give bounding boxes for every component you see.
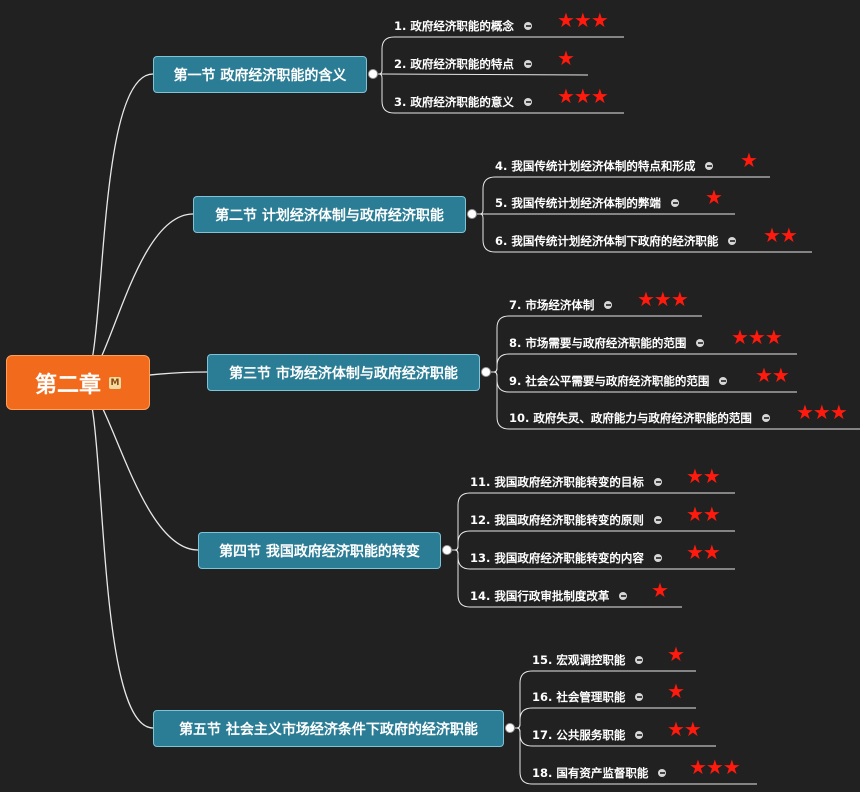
collapse-icon[interactable] bbox=[696, 339, 704, 347]
collapse-icon[interactable] bbox=[635, 731, 643, 739]
collapse-icon[interactable] bbox=[524, 98, 532, 106]
star-rating-icon: ★ bbox=[705, 185, 723, 209]
collapse-toggle-icon[interactable] bbox=[368, 69, 378, 79]
topic-label[interactable]: 9. 社会公平需要与政府经济职能的范围 bbox=[509, 374, 710, 388]
star-rating-icon: ★★★ bbox=[796, 400, 848, 424]
section-node[interactable]: 第一节 政府经济职能的含义 bbox=[153, 56, 367, 93]
star-rating-icon: ★★ bbox=[763, 223, 798, 247]
star-rating-icon: ★★★ bbox=[689, 755, 741, 779]
section-node[interactable]: 第二节 计划经济体制与政府经济职能 bbox=[193, 196, 466, 233]
collapse-icon[interactable] bbox=[654, 478, 662, 486]
topic-connector bbox=[491, 353, 797, 373]
star-rating-icon: ★★ bbox=[755, 363, 790, 387]
root-label: 第二章 bbox=[34, 372, 101, 398]
collapse-icon[interactable] bbox=[762, 414, 770, 422]
topic-label[interactable]: 4. 我国传统计划经济体制的特点和形成 bbox=[495, 159, 696, 173]
star-rating-icon: ★ bbox=[651, 578, 669, 602]
topic-label[interactable]: 8. 市场需要与政府经济职能的范围 bbox=[509, 336, 687, 350]
star-rating-icon: ★ bbox=[667, 642, 685, 666]
collapse-toggle-icon[interactable] bbox=[467, 209, 477, 219]
marker-icon: M bbox=[109, 376, 121, 389]
topic-label[interactable]: 6. 我国传统计划经济体制下政府的经济职能 bbox=[495, 234, 719, 248]
section-node[interactable]: 第四节 我国政府经济职能的转变 bbox=[198, 532, 441, 569]
topic-label[interactable]: 11. 我国政府经济职能转变的目标 bbox=[470, 475, 644, 489]
collapse-icon[interactable] bbox=[524, 60, 532, 68]
star-rating-icon: ★ bbox=[740, 148, 758, 172]
collapse-icon[interactable] bbox=[524, 22, 532, 30]
topic-connector bbox=[515, 727, 757, 785]
star-rating-icon: ★★★ bbox=[557, 84, 609, 108]
topic-label[interactable]: 14. 我国行政审批制度改革 bbox=[470, 589, 610, 603]
collapse-toggle-icon[interactable] bbox=[481, 367, 491, 377]
topic-label[interactable]: 15. 宏观调控职能 bbox=[532, 653, 626, 667]
topic-label[interactable]: 1. 政府经济职能的概念 bbox=[394, 19, 514, 33]
topic-label[interactable]: 7. 市场经济体制 bbox=[509, 298, 595, 312]
star-rating-icon: ★★ bbox=[686, 502, 721, 526]
topic-label[interactable]: 17. 公共服务职能 bbox=[532, 728, 626, 742]
star-rating-icon: ★ bbox=[557, 46, 575, 70]
topic-label[interactable]: 3. 政府经济职能的意义 bbox=[394, 95, 514, 109]
collapse-icon[interactable] bbox=[635, 656, 643, 664]
topic-label[interactable]: 13. 我国政府经济职能转变的内容 bbox=[470, 551, 644, 565]
topic-connector bbox=[491, 371, 860, 430]
topic-label[interactable]: 5. 我国传统计划经济体制的弊端 bbox=[495, 196, 661, 210]
collapse-icon[interactable] bbox=[671, 199, 679, 207]
collapse-icon[interactable] bbox=[635, 693, 643, 701]
collapse-icon[interactable] bbox=[619, 592, 627, 600]
collapse-icon[interactable] bbox=[654, 516, 662, 524]
star-rating-icon: ★★ bbox=[686, 540, 721, 564]
collapse-icon[interactable] bbox=[658, 769, 666, 777]
star-rating-icon: ★★★ bbox=[731, 325, 783, 349]
topic-connector bbox=[477, 213, 812, 253]
star-rating-icon: ★★★ bbox=[557, 8, 609, 32]
collapse-icon[interactable] bbox=[728, 237, 736, 245]
star-rating-icon: ★★ bbox=[667, 717, 702, 741]
topic-label[interactable]: 18. 国有资产监督职能 bbox=[532, 766, 649, 780]
collapse-icon[interactable] bbox=[705, 162, 713, 170]
topic-connector bbox=[452, 549, 682, 608]
collapse-icon[interactable] bbox=[604, 301, 612, 309]
root-connector bbox=[81, 381, 154, 729]
star-rating-icon: ★★ bbox=[686, 464, 721, 488]
topic-label[interactable]: 16. 社会管理职能 bbox=[532, 690, 626, 704]
topic-label[interactable]: 12. 我国政府经济职能转变的原则 bbox=[470, 513, 644, 527]
section-node[interactable]: 第三节 市场经济体制与政府经济职能 bbox=[207, 354, 480, 391]
topic-connector bbox=[377, 73, 589, 76]
topic-connector bbox=[378, 73, 624, 114]
star-rating-icon: ★ bbox=[667, 679, 685, 703]
star-rating-icon: ★★★ bbox=[637, 287, 689, 311]
collapse-toggle-icon[interactable] bbox=[505, 723, 515, 733]
collapse-icon[interactable] bbox=[719, 377, 727, 385]
topic-label[interactable]: 2. 政府经济职能的特点 bbox=[394, 57, 514, 71]
root-node[interactable]: 第二章 M bbox=[6, 355, 150, 410]
collapse-icon[interactable] bbox=[654, 554, 662, 562]
collapse-toggle-icon[interactable] bbox=[442, 545, 452, 555]
section-node[interactable]: 第五节 社会主义市场经济条件下政府的经济职能 bbox=[153, 710, 504, 747]
topic-label[interactable]: 10. 政府失灵、政府能力与政府经济职能的范围 bbox=[509, 411, 752, 425]
root-connector bbox=[81, 73, 154, 383]
